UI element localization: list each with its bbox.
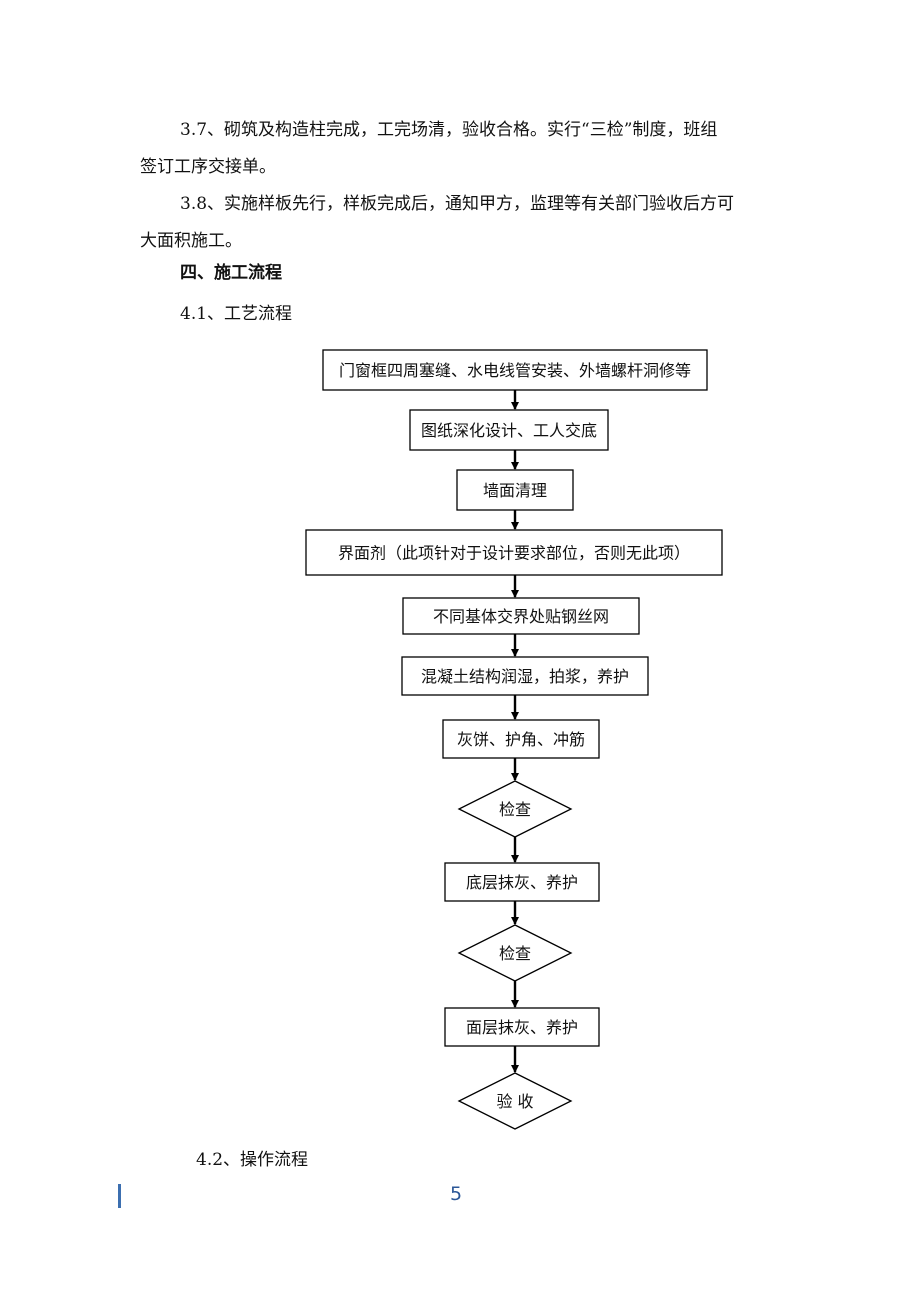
flow-step-label-6: 混凝土结构润湿，拍浆，养护: [421, 667, 629, 686]
flow-step-label-1: 门窗框四周塞缝、水电线管安装、外墙螺杆洞修等: [339, 361, 691, 380]
page-margin-bar: [118, 1184, 121, 1208]
flow-step-label-2: 图纸深化设计、工人交底: [421, 421, 597, 440]
flow-box-9: [444, 862, 600, 902]
paragraph-3-8: 3.8、实施样板先行，样板完成后，通知甲方，监理等有关部门验收后方可 大面积施工…: [140, 186, 780, 260]
paragraph-3-8-line1: 3.8、实施样板先行，样板完成后，通知甲方，监理等有关部门验收后方可: [180, 194, 735, 214]
flow-box-5: [402, 597, 640, 635]
flow-box-11: [444, 1007, 600, 1047]
subheading-4-1: 4.1、工艺流程: [180, 304, 293, 324]
flow-box-6: [401, 656, 649, 696]
paragraph-3-7: 3.7、砌筑及构造柱完成，工完场清，验收合格。实行“三检”制度，班组 签订工序交…: [140, 112, 780, 186]
paragraph-3-7-line1: 3.7、砌筑及构造柱完成，工完场清，验收合格。实行“三检”制度，班组: [180, 120, 718, 140]
flow-box-2: [409, 409, 609, 451]
flow-box-1: [322, 349, 708, 391]
flow-step-label-5: 不同基体交界处贴钢丝网: [433, 607, 609, 626]
flow-step-label-11: 面层抹灰、养护: [466, 1018, 578, 1037]
flow-step-label-7: 灰饼、护角、冲筋: [457, 730, 585, 749]
paragraph-3-8-line2: 大面积施工。: [140, 231, 242, 251]
flow-step-label-10: 检查: [499, 944, 531, 963]
flow-box-7: [442, 719, 600, 759]
subheading-4-2: 4.2、操作流程: [196, 1150, 309, 1170]
page-number: 5: [450, 1183, 463, 1205]
section-heading: 四、施工流程: [180, 263, 282, 283]
paragraph-3-7-line2: 签订工序交接单。: [140, 157, 276, 177]
flow-step-label-4: 界面剂（此项针对于设计要求部位，否则无此项）: [338, 544, 690, 563]
flow-decision-12: [457, 1072, 573, 1130]
flow-step-label-12: 验 收: [496, 1092, 533, 1111]
flow-step-label-8: 检查: [499, 800, 531, 819]
flow-step-label-3: 墙面清理: [483, 481, 547, 500]
flow-step-label-9: 底层抹灰、养护: [466, 873, 578, 892]
